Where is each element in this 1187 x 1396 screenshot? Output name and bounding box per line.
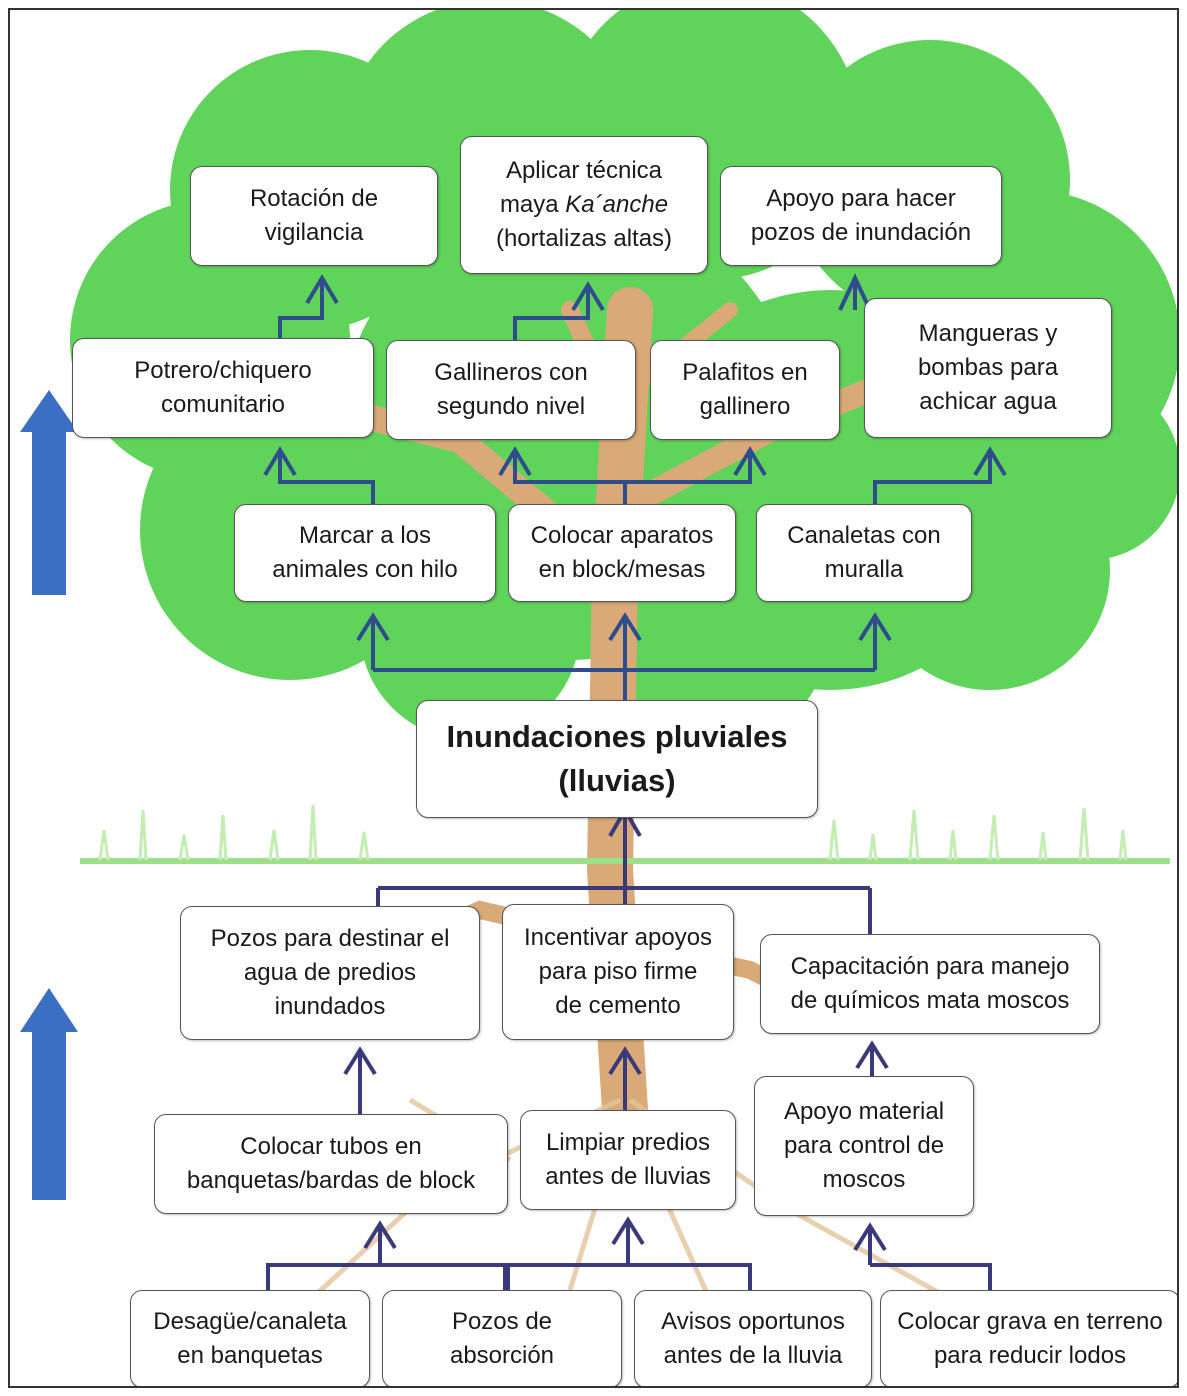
root-node-pozos-absorcion: Pozos de absorción [382, 1290, 622, 1386]
root-node-label: Pozos para destinar el agua de predios i… [210, 925, 450, 1020]
crown-node-palafitos: Palafitos en gallinero [650, 340, 840, 440]
crown-node-colocar-aparatos: Colocar aparatos en block/mesas [508, 504, 736, 602]
root-node-limpiar-predios: Limpiar predios antes de lluvias [520, 1110, 736, 1210]
root-node-piso-firme: Incentivar apoyos para piso firme de cem… [502, 904, 734, 1040]
crown-node-potrero: Potrero/chiquero comunitario [72, 338, 374, 438]
root-node-apoyo-material: Apoyo material para control de moscos [754, 1076, 974, 1216]
root-node-label: Capacitación para manejo de químicos mat… [790, 953, 1070, 1014]
crown-node-label: Gallineros con segundo nivel [434, 359, 588, 420]
crown-node-tecnica-kaanche: Aplicar técnica maya Ka´anche (hortaliza… [460, 136, 708, 274]
crown-node-label: Marcar a los animales con hilo [272, 522, 458, 583]
crown-node-pozos-inundacion: Apoyo para hacer pozos de inundación [720, 166, 1002, 266]
crown-node-rotacion-vigilancia: Rotación de vigilancia [190, 166, 438, 266]
root-node-pozos-destinar: Pozos para destinar el agua de predios i… [180, 906, 480, 1040]
central-problem-line1: Inundaciones pluviales [446, 719, 788, 754]
diagram-frame: Inundaciones pluviales (lluvias) Marcar … [8, 8, 1179, 1388]
root-node-colocar-grava: Colocar grava en terreno para reducir lo… [880, 1290, 1177, 1386]
root-node-desague: Desagüe/canaleta en banquetas [130, 1290, 370, 1386]
central-problem-line2: (lluvias) [558, 763, 676, 798]
crown-node-label-plain: maya [499, 191, 566, 218]
crown-node-canaletas-muralla: Canaletas con muralla [756, 504, 972, 602]
root-node-label: Apoyo material para control de moscos [783, 1098, 945, 1193]
root-node-label: Incentivar apoyos para piso firme de cem… [523, 924, 713, 1019]
root-node-avisos-oportunos: Avisos oportunos antes de la lluvia [634, 1290, 872, 1386]
crown-node-label: Potrero/chiquero comunitario [134, 357, 312, 418]
crown-node-label: Rotación de vigilancia [249, 185, 379, 246]
crown-node-label: Palafitos en gallinero [682, 359, 808, 420]
central-problem-node: Inundaciones pluviales (lluvias) [416, 700, 818, 818]
root-node-label: Avisos oportunos antes de la lluvia [661, 1308, 845, 1369]
root-node-label: Colocar tubos en banquetas/bardas de blo… [186, 1133, 476, 1194]
root-node-label: Limpiar predios antes de lluvias [545, 1129, 711, 1190]
crown-node-label-line3: (hortalizas altas) [495, 225, 673, 252]
crown-node-marcar-animales: Marcar a los animales con hilo [234, 504, 496, 602]
crown-connectors [263, 273, 1007, 710]
crown-node-label-italic: Ka´anche [565, 191, 669, 218]
crown-node-gallineros: Gallineros con segundo nivel [386, 340, 636, 440]
root-node-colocar-tubos: Colocar tubos en banquetas/bardas de blo… [154, 1114, 508, 1214]
root-connectors [266, 805, 992, 1300]
crown-node-label-line1: Aplicar técnica [505, 157, 663, 184]
crown-node-label: Apoyo para hacer pozos de inundación [750, 185, 972, 246]
crown-node-label-line2: maya Ka´anche [500, 188, 668, 222]
crown-node-mangueras: Mangueras y bombas para achicar agua [864, 298, 1112, 438]
up-arrow-bottom [20, 988, 78, 1200]
up-arrow-top [20, 390, 78, 595]
root-node-label: Desagüe/canaleta en banquetas [153, 1308, 347, 1369]
root-node-capacitacion-quimicos: Capacitación para manejo de químicos mat… [760, 934, 1100, 1034]
crown-node-label: Canaletas con muralla [787, 522, 941, 583]
root-node-label: Colocar grava en terreno para reducir lo… [897, 1308, 1163, 1369]
crown-node-label: Colocar aparatos en block/mesas [530, 522, 714, 583]
crown-node-label: Mangueras y bombas para achicar agua [917, 320, 1059, 415]
root-node-label: Pozos de absorción [449, 1308, 555, 1369]
